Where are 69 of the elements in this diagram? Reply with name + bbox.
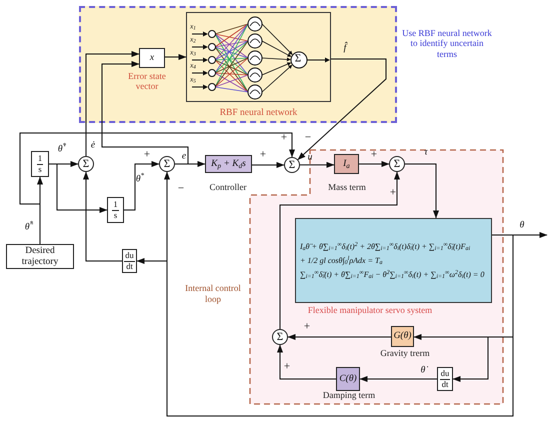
block-caption: Gravity trerm [379,348,431,358]
signal-label: θ [518,221,526,231]
sign-label: + [280,132,288,144]
mass-term-box: I$_{a}$ [334,154,359,174]
sign-label: + [304,322,310,332]
signal-label: u [306,153,314,163]
arrow [48,164,108,213]
signal-label: f̂ [342,44,348,54]
numerator: 1 [112,200,119,210]
arrow [252,162,284,168]
sign-label: + [390,188,396,198]
arrow [280,172,400,330]
signal-label: θ̈$^{*}$ [24,223,34,233]
denominator: dt [125,262,134,271]
summing-junction: Σ [78,156,94,172]
block-caption: Error state vector [127,71,167,92]
arrow [124,161,160,210]
sign-label: − [178,184,184,194]
denominator: s [112,210,118,220]
block-caption: Damping term [322,390,376,400]
fraction-block [437,367,453,391]
denominator: dt [440,380,450,389]
signal-label: ė [90,141,96,151]
sum-symbol: Σ [294,54,302,64]
signal-label: τ [423,148,429,158]
arrow [277,344,336,380]
signal-label: θ$^{*}$ [134,175,146,185]
numerator: 1 [36,154,44,164]
fraction-block [31,151,49,177]
sign-label: + [144,150,150,160]
signal-label: e [180,152,188,162]
arrow [83,172,122,262]
node-label: RBF neural network [218,107,298,120]
arrow [297,58,386,160]
state-vector-box: x [139,48,165,68]
arrow [102,61,188,164]
arrow [164,54,186,60]
signal-label: θ̇ [420,366,426,376]
numerator: du [124,251,135,262]
equation-text: + 1/2 gl cosθ∫$_{0}$$^{l}$ρAdx = T$_{a}$ [300,256,384,266]
summing-junction: Σ [159,156,175,172]
arrow [174,161,206,167]
block-caption: Controller [208,182,248,192]
arrow [358,161,390,167]
arrow [288,334,392,340]
trajectory-box: Desired trajectory [6,244,74,269]
sign-label: + [260,150,266,160]
block-caption: Use RBF neural network to identify uncertain terms [401,28,493,60]
numerator: du [440,369,450,380]
arrow [86,51,140,156]
region-label: Internal control loop [184,283,242,305]
sign-label: + [370,150,378,160]
equation-text: ∑$_{i=1}$$^{∞}$δ̈$_{i}$(t) + θ̈∑$_{i=1}$$^{∞}$F$_{ai}$ − θ̇$^{2}$∑$_{i=1}$$^{∞}$δ$_{i}$(t) + ∑$_{i=1}$$^{∞}$ω$^{2}$δ$_{i}$(t) = 0 [300,270,486,280]
signal-label: θ̇$^{*}$ [56,145,68,155]
sign-label: + [284,362,290,372]
equation-text: I$_{a}$θ̈ + θ̈∑$_{i=1}$$^{∞}$δ$_{i}$(t)$^{2}$ + 2θ̇∑$_{i=1}$$^{∞}$δ$_{i}$(t)δ̇$_{i}$(t) + ∑$_{i=1}$$^{∞}$δ̈$_{i}$(t)F$_{ai}$ [300,242,472,252]
fraction-block [107,197,124,223]
fraction-block [122,249,137,273]
sign-label: − [304,132,312,144]
damping-block: C(θ) [336,367,360,391]
block-caption: Flexible manipulator servo system [306,305,434,316]
arrow [300,162,334,168]
arrow [360,376,438,382]
denominator: s [37,164,43,174]
summing-junction: Σ [284,157,300,173]
arrow [404,164,439,218]
block-caption: Mass term [327,182,367,192]
controller-box: K$_{p}$ + K$_{d}$s [205,155,252,173]
gravity-block: G(θ) [391,326,414,347]
